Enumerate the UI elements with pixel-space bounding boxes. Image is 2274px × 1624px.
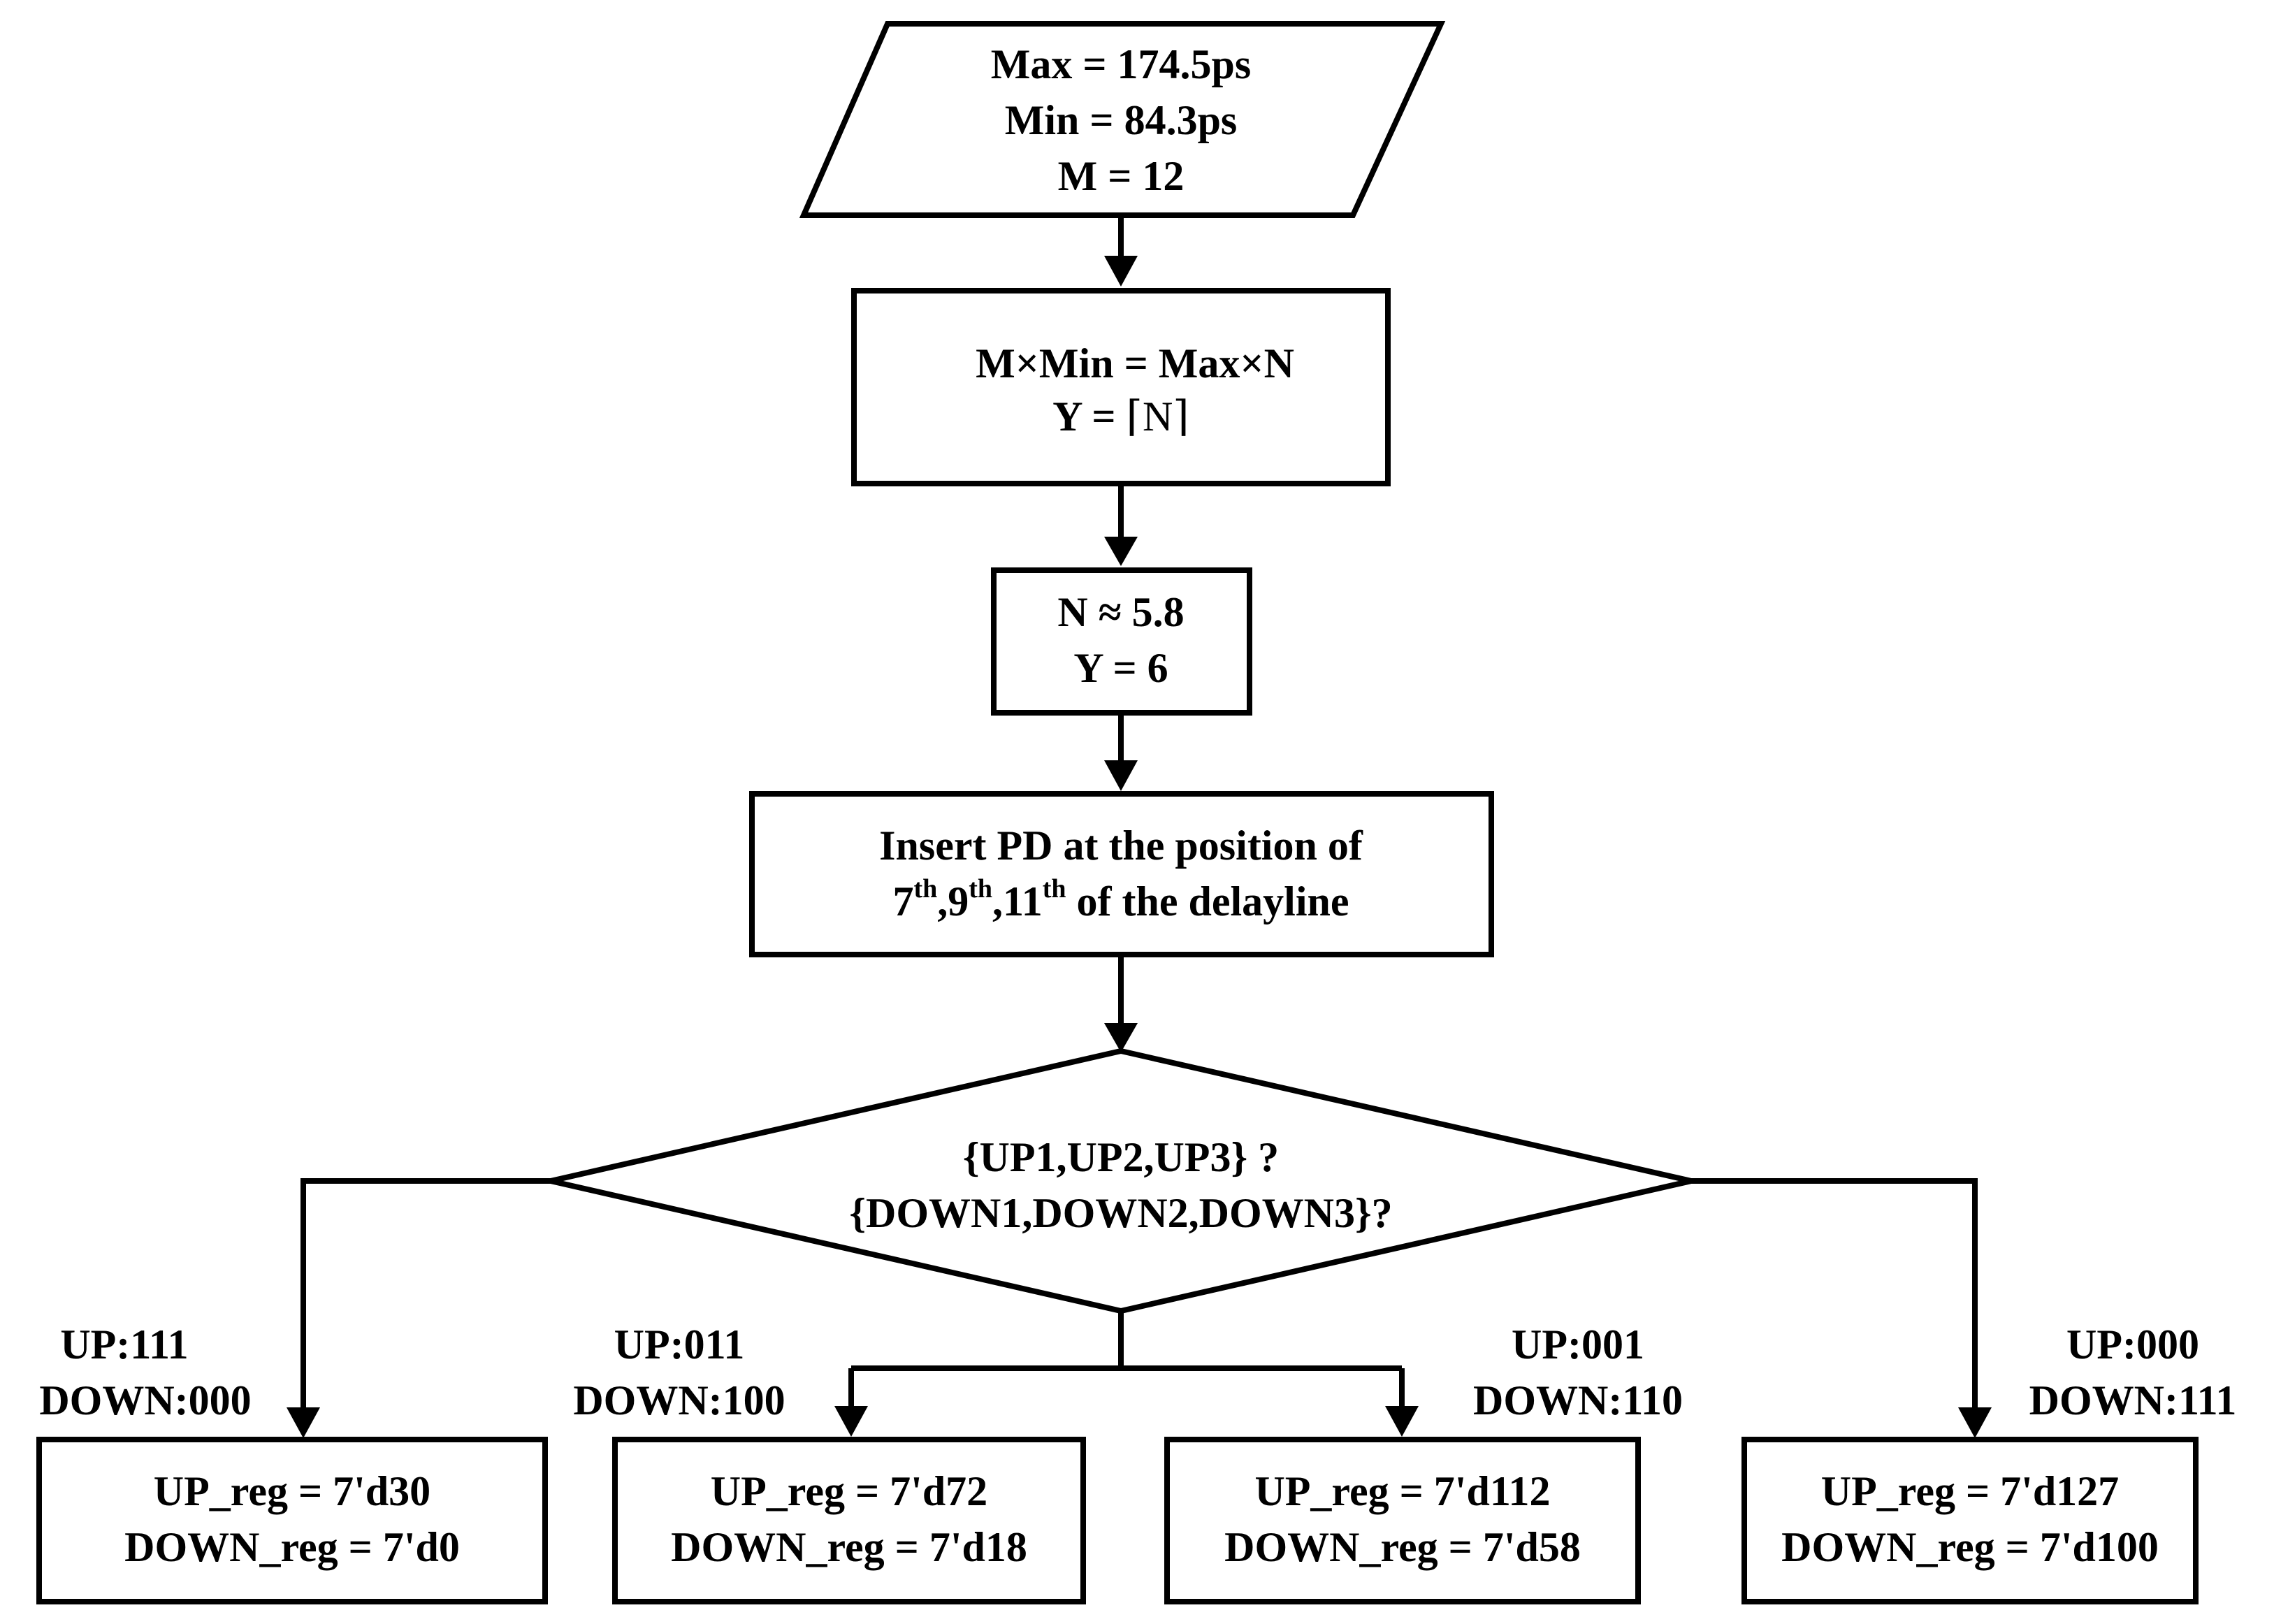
- arrowhead-result: [1104, 537, 1138, 566]
- input-parallelogram: [799, 21, 1446, 218]
- result-y: Y = 6: [1073, 645, 1168, 691]
- branch-2-output-up: UP_reg = 7'd72: [711, 1468, 987, 1514]
- branch-1-condition-up: UP:111: [60, 1321, 188, 1368]
- insert-node: Insert PD at the position of 7th,9th,11t…: [749, 791, 1494, 957]
- edge-decision-to-branch-1: [300, 1178, 551, 1409]
- arrowhead-branch-1: [287, 1407, 320, 1438]
- branch-3-condition-up: UP:001: [1512, 1321, 1644, 1368]
- branch-4-output-down: DOWN_reg = 7'd100: [1781, 1524, 2159, 1570]
- branch-1-condition-down: DOWN:000: [39, 1377, 251, 1423]
- insert-line-1: Insert PD at the position of: [879, 822, 1363, 869]
- result-n: N ≈ 5.8: [1057, 589, 1184, 635]
- formula-node: M×Min = Max×N Y = ⌈N⌉: [851, 288, 1391, 486]
- branch-2-condition-up: UP:011: [614, 1321, 745, 1368]
- formula-equation: M×Min = Max×N: [976, 340, 1294, 386]
- insert-pos-1-sup: th: [913, 874, 937, 904]
- decision-up-question: {UP1,UP2,UP3} ?: [963, 1134, 1279, 1180]
- insert-line-2-suffix: of the delayline: [1066, 878, 1349, 925]
- formula-ceiling-value: ⌈N⌉: [1127, 393, 1189, 440]
- branch-2-output-down: DOWN_reg = 7'd18: [671, 1524, 1027, 1570]
- connectors: [287, 215, 1992, 1438]
- arrowhead-branch-3: [1385, 1406, 1419, 1437]
- branch-2-output-box: [612, 1437, 1086, 1604]
- decision-node: {UP1,UP2,UP3} ? {DOWN1,DOWN2,DOWN3}?: [550, 1047, 1692, 1314]
- formula-ceiling: Y = ⌈N⌉: [1052, 393, 1189, 440]
- insert-pos-3: ,11: [992, 878, 1043, 925]
- branch-4-output-box: [1741, 1437, 2199, 1604]
- branch-conditions: UP:111 DOWN:000 UP:011 DOWN:100 UP:001 D…: [39, 1321, 2236, 1423]
- insert-pos-2: ,9: [937, 878, 969, 925]
- insert-box: [749, 791, 1494, 957]
- decision-diamond: [550, 1047, 1692, 1314]
- branch-2-condition-down: DOWN:100: [573, 1377, 785, 1423]
- edge-decision-to-branch-4: [1691, 1178, 1978, 1409]
- input-max: Max = 174.5ps: [991, 41, 1252, 87]
- branch-3-output-box: [1164, 1437, 1641, 1604]
- input-node: Max = 174.5ps Min = 84.3ps M = 12: [799, 21, 1446, 218]
- branch-1-output-down: DOWN_reg = 7'd0: [124, 1524, 460, 1570]
- arrowhead-branch-4: [1958, 1407, 1992, 1438]
- formula-ceiling-prefix: Y =: [1052, 393, 1126, 440]
- branch-3-output-down: DOWN_reg = 7'd58: [1224, 1524, 1581, 1570]
- input-m: M = 12: [1058, 153, 1185, 199]
- insert-pos-3-sup: th: [1043, 874, 1066, 904]
- output-nodes: UP_reg = 7'd30 DOWN_reg = 7'd0 UP_reg = …: [36, 1437, 2199, 1604]
- branch-1-output-up: UP_reg = 7'd30: [154, 1468, 430, 1514]
- arrowhead-decision: [1104, 1023, 1138, 1052]
- decision-down-question: {DOWN1,DOWN2,DOWN3}?: [849, 1190, 1392, 1236]
- formula-box: [851, 288, 1391, 486]
- result-node: N ≈ 5.8 Y = 6: [991, 567, 1252, 716]
- arrowhead-insert: [1104, 760, 1138, 791]
- branch-4-condition-up: UP:000: [2066, 1321, 2199, 1368]
- insert-line-2: 7th,9th,11th of the delayline: [892, 874, 1349, 925]
- arrowhead-formula: [1104, 256, 1138, 287]
- input-min: Min = 84.3ps: [1005, 97, 1238, 143]
- branch-3-output-up: UP_reg = 7'd112: [1254, 1468, 1550, 1514]
- branch-4-output-up: UP_reg = 7'd127: [1821, 1468, 2119, 1514]
- branch-3-condition-down: DOWN:110: [1473, 1377, 1683, 1423]
- branch-4-condition-down: DOWN:111: [2029, 1377, 2237, 1423]
- branch-1-output-box: [36, 1437, 548, 1604]
- result-box: [991, 567, 1252, 716]
- arrowhead-branch-2: [834, 1406, 868, 1437]
- insert-pos-2-sup: th: [969, 874, 992, 904]
- insert-pos-1: 7: [892, 878, 913, 925]
